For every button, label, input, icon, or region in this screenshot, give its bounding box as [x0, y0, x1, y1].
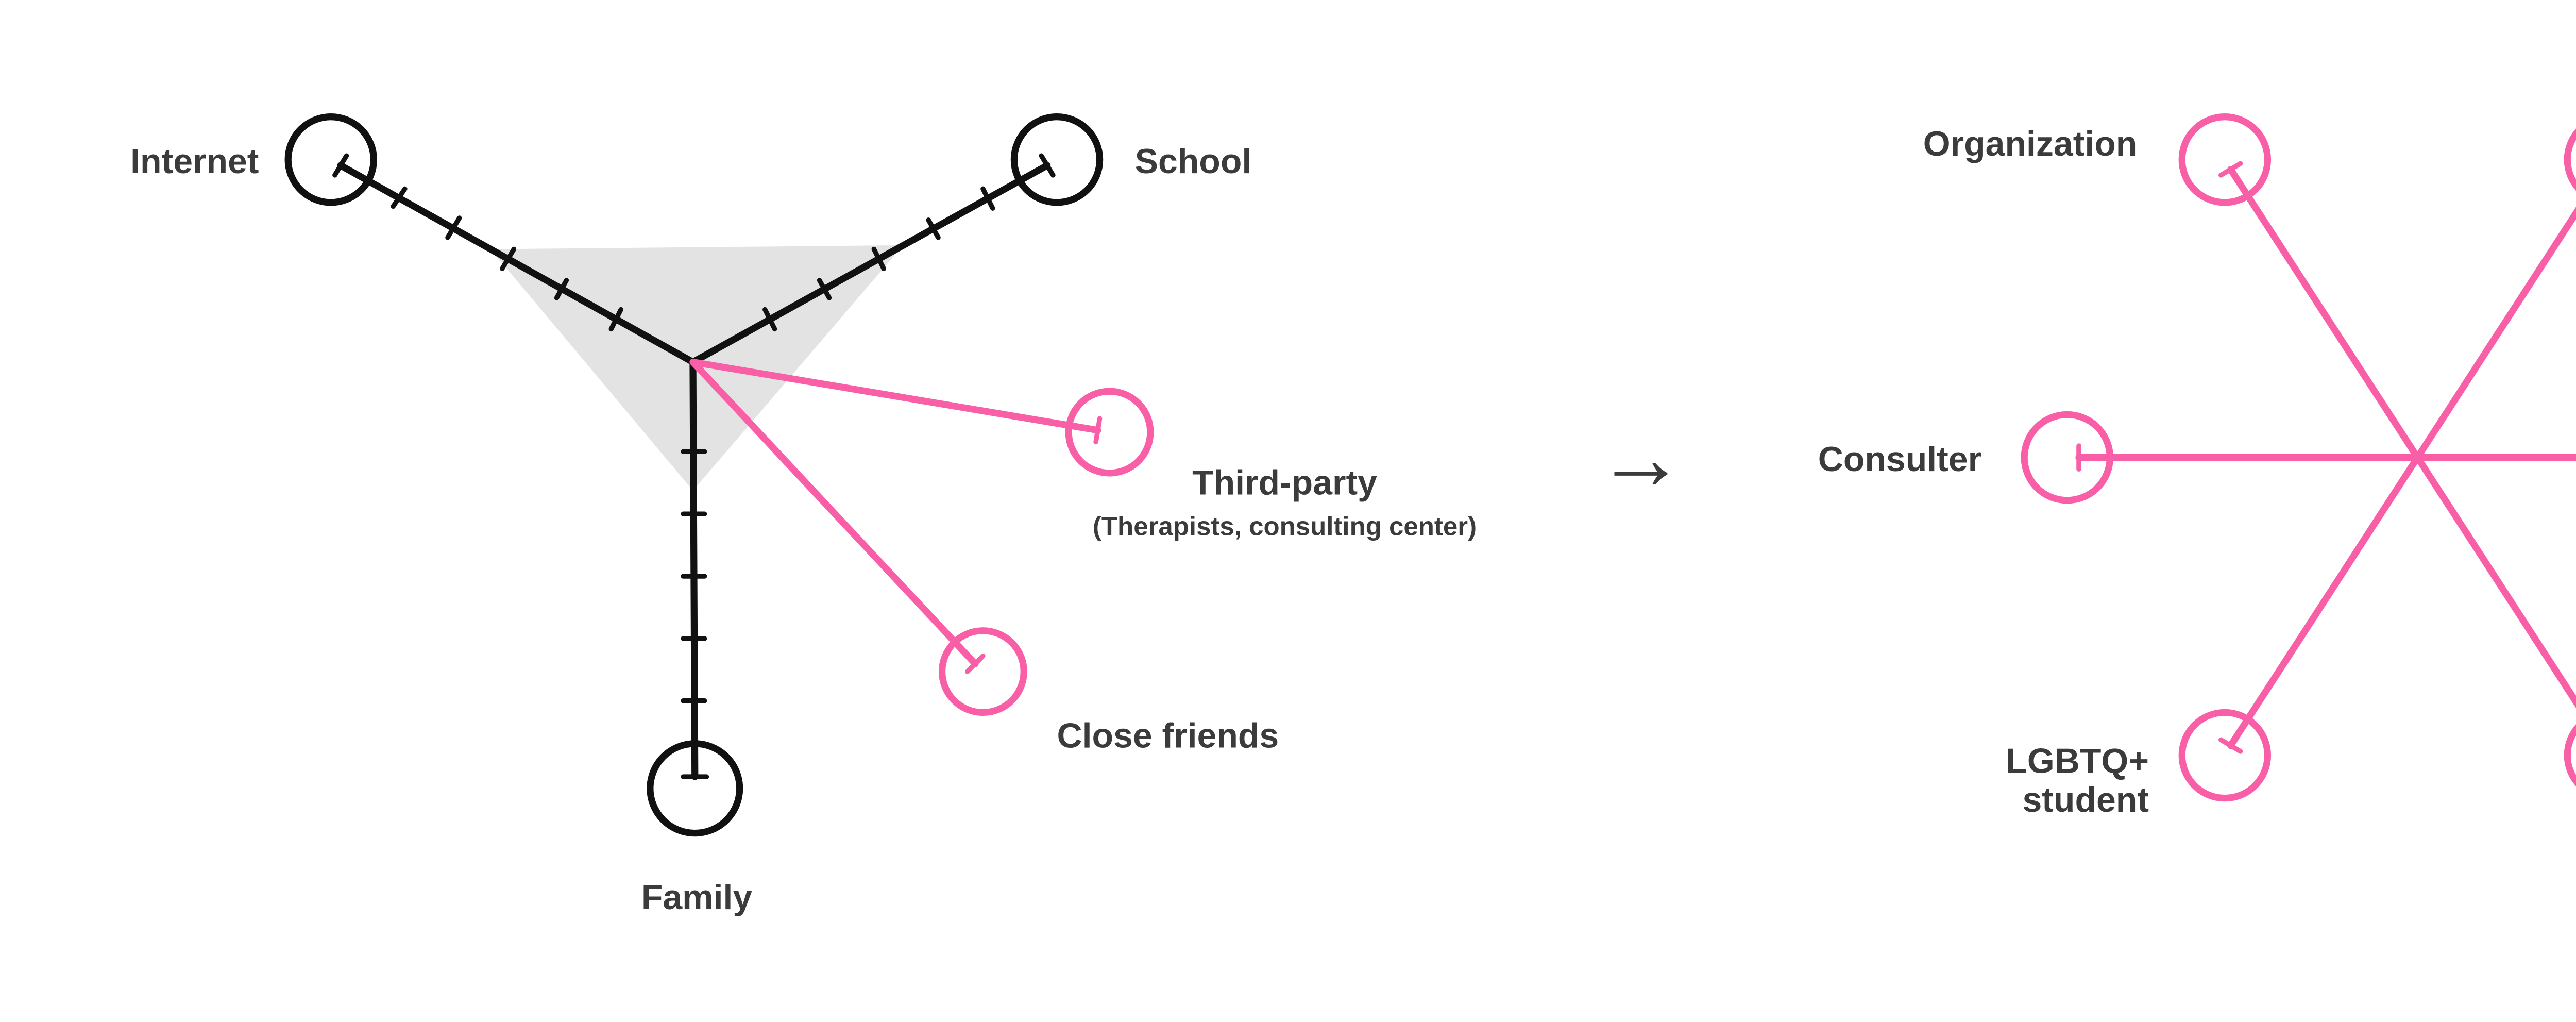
axis-tick: [817, 278, 832, 300]
axis-tick: [445, 215, 462, 240]
axis-tick: [980, 186, 995, 211]
close-friends-link: [689, 358, 986, 674]
link-end-tick: [1093, 416, 1103, 445]
link-end-tick: [964, 654, 986, 674]
school-axis: [689, 153, 1056, 366]
organization-label: Organization: [1923, 124, 2138, 163]
organization-node-circle: [2178, 113, 2272, 206]
consulter-node-circle: [2021, 411, 2114, 504]
axis-tick: [762, 307, 777, 332]
link-end-tick: [2218, 161, 2243, 178]
internet-label: Internet: [130, 142, 259, 181]
third-party-node-circle: [1065, 388, 1154, 477]
school-node-circle: [1010, 113, 1104, 206]
axis-end-tick: [332, 153, 349, 178]
link-end-tick: [2218, 737, 2243, 754]
third-party-link-line: [689, 358, 1101, 434]
school-label: School: [1135, 142, 1252, 181]
family-label: Family: [641, 878, 753, 917]
internet-node-circle: [284, 113, 377, 206]
third-party-sublabel: (Therapists, consulting center): [1093, 512, 1477, 541]
consulter-label: Consulter: [1818, 440, 1981, 479]
left-diagram: Internet School Family Third-party (Ther…: [130, 113, 1477, 917]
close-friends-node-circle: [938, 627, 1027, 716]
teacher-node-circle: [2564, 128, 2576, 191]
lgbtq-student-label-line1: LGBTQ+: [2006, 742, 2149, 781]
family-axis-line: [689, 358, 699, 780]
axis-tick: [500, 246, 517, 271]
consulter-parent-link: [2075, 443, 2576, 472]
lgbtq-student-label-line2: student: [2022, 780, 2149, 819]
close-friends-label: Close friends: [1057, 716, 1279, 755]
axis-tick: [608, 307, 623, 332]
lgbtq-student-node-circle: [2178, 709, 2272, 802]
axis-tick: [391, 186, 408, 209]
third-party-label: Third-party: [1192, 463, 1377, 502]
right-diagram: Organization Teacher Consulter Parent LG…: [1818, 113, 2576, 819]
axis-tick: [554, 278, 569, 300]
axis-tick: [926, 217, 941, 240]
axis-tick: [871, 246, 886, 271]
family-axis: [681, 358, 709, 780]
other-node-circle: [2564, 724, 2576, 786]
third-party-link: [689, 358, 1103, 445]
internet-axis: [332, 153, 697, 366]
axis-end-tick: [1039, 153, 1056, 178]
close-friends-link-line: [689, 358, 979, 667]
transition-arrow-icon: →: [1596, 408, 1686, 508]
family-node-circle: [647, 740, 743, 837]
